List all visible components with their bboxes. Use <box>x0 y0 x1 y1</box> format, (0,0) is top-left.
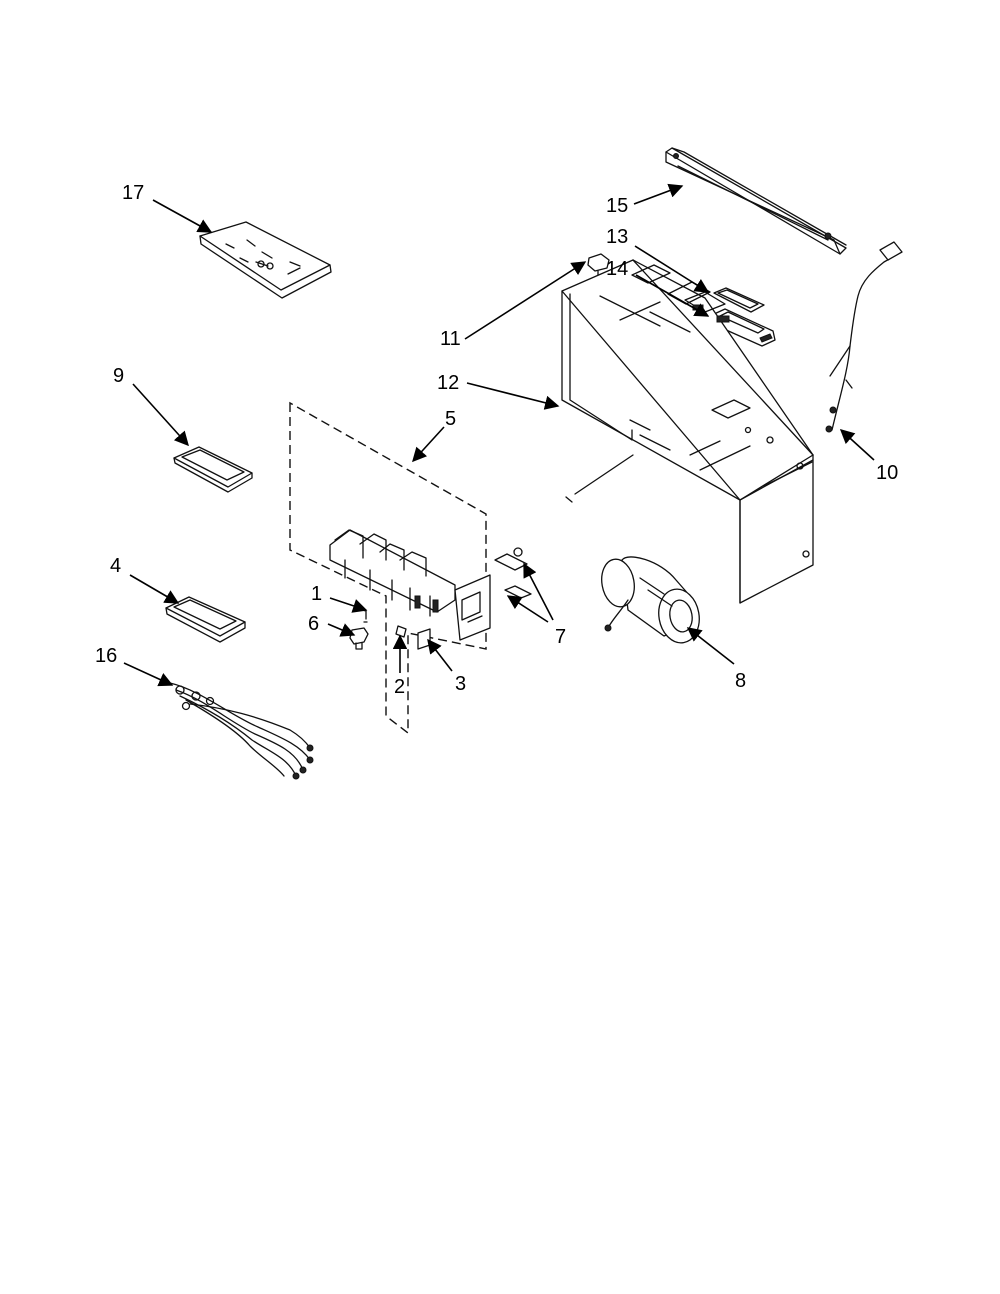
callout-labels: 17 15 13 14 11 9 12 5 10 4 1 6 7 16 8 3 … <box>95 182 898 698</box>
leader-3 <box>427 638 453 672</box>
callout-13: 13 <box>606 226 628 248</box>
part-15-top-rail <box>665 147 847 255</box>
callout-6: 6 <box>308 613 319 635</box>
leader-14 <box>635 274 710 317</box>
leader-15 <box>633 183 684 205</box>
callout-15: 15 <box>606 195 628 217</box>
callout-4: 4 <box>110 555 121 577</box>
callout-3: 3 <box>455 673 466 695</box>
callout-8: 8 <box>735 670 746 692</box>
leader-7b <box>506 595 549 623</box>
callout-16: 16 <box>95 645 117 667</box>
leader-17 <box>152 199 213 233</box>
leader-13 <box>634 245 710 293</box>
part-17-control-overlay <box>199 221 332 299</box>
part-12-cabinet <box>561 259 814 604</box>
callout-5: 5 <box>445 408 456 430</box>
callout-10: 10 <box>876 462 898 484</box>
callout-7: 7 <box>555 626 566 648</box>
callout-12: 12 <box>437 372 459 394</box>
callout-2: 2 <box>394 676 405 698</box>
callout-9: 9 <box>113 365 124 387</box>
leader-16 <box>123 662 174 687</box>
part-10-power-cord <box>825 241 903 433</box>
callout-14: 14 <box>606 258 628 280</box>
callout-11: 11 <box>440 328 461 350</box>
leader-6 <box>327 623 356 637</box>
leader-12 <box>466 382 560 410</box>
callout-17: 17 <box>122 182 144 204</box>
leader-5 <box>412 426 445 463</box>
leader-9 <box>132 383 189 447</box>
part-16-wire-harness <box>169 682 314 780</box>
part-13-lens <box>713 287 765 313</box>
part-8-blower-motor <box>601 556 700 644</box>
part-4-filter <box>165 596 246 643</box>
leader-11 <box>464 261 587 340</box>
leader-8 <box>686 627 735 665</box>
part-9-filter <box>173 446 253 493</box>
leader-7a <box>523 562 554 621</box>
leader-4 <box>129 574 180 604</box>
leader-1 <box>329 597 368 613</box>
callout-1: 1 <box>311 583 322 605</box>
part-5-control-assembly <box>289 401 532 735</box>
leader-10 <box>839 429 875 461</box>
callout-leaders <box>123 183 875 687</box>
